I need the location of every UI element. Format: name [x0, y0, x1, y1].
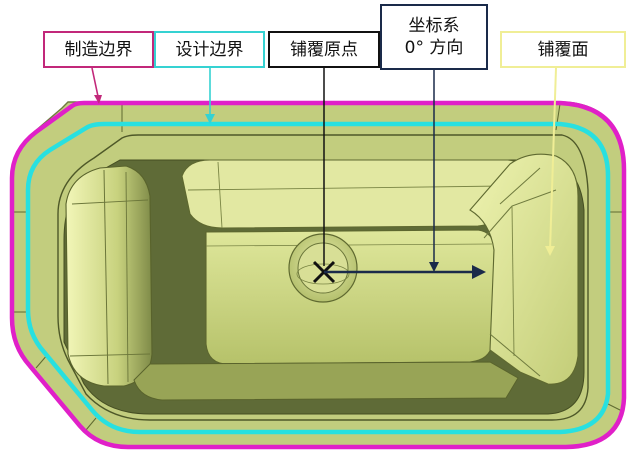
design-boundary-line — [25, 121, 611, 435]
manufacturing-boundary-label: 制造边界 — [64, 39, 133, 60]
layup-origin-callout: 铺覆原点 — [268, 31, 380, 68]
zero-direction-arrow — [324, 265, 486, 279]
upper-ledge — [181, 159, 531, 229]
layup-surface-callout: 铺覆面 — [500, 31, 626, 68]
coord-system-label: 坐标系 — [408, 16, 460, 36]
manufacturing-boundary-callout: 制造边界 — [43, 31, 154, 68]
layup-surface-label: 铺覆面 — [537, 39, 589, 60]
coordinate-system-callout: 坐标系 0° 方向 — [380, 4, 488, 70]
boss-inner — [297, 242, 349, 294]
lower-floor-band — [133, 361, 519, 401]
layup-origin-label: 铺覆原点 — [290, 39, 358, 60]
design-boundary-label: 设计边界 — [175, 39, 244, 60]
leader-surface — [549, 67, 557, 251]
left-wall — [65, 165, 153, 387]
design-boundary-callout: 设计边界 — [154, 31, 265, 68]
cavity-rim — [57, 134, 589, 421]
central-floor — [205, 229, 495, 365]
manufacturing-boundary-line — [9, 100, 627, 450]
zero-direction-label: 0° 方向 — [404, 38, 464, 58]
